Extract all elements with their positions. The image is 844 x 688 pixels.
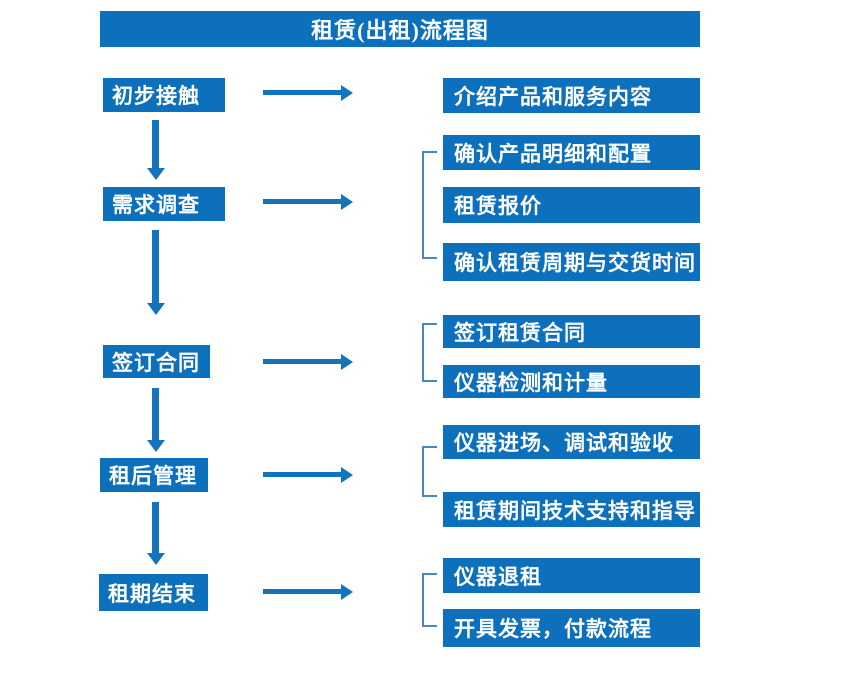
step-box-lease-end: 租期结束 (99, 574, 208, 611)
arrow-head (341, 194, 353, 210)
arrow-head (147, 553, 165, 565)
group-bracket-post-rental-management (422, 446, 437, 497)
step-box-initial-contact: 初步接触 (103, 78, 225, 112)
arrow-head (147, 440, 165, 452)
group-bracket-lease-end (422, 573, 437, 627)
right-arrow-2 (263, 194, 353, 210)
arrow-shaft (263, 589, 341, 594)
arrow-shaft (152, 230, 159, 303)
detail-box-technical-support: 租赁期间技术支持和指导 (443, 492, 700, 527)
detail-box-introduce-products-services: 介绍产品和服务内容 (443, 78, 700, 113)
detail-box-instrument-setup-acceptance: 仪器进场、调试和验收 (443, 425, 700, 459)
arrow-shaft (263, 199, 341, 204)
detail-box-sign-rental-contract: 签订租赁合同 (443, 315, 700, 348)
right-arrow-3 (263, 354, 353, 370)
right-arrow-1 (263, 85, 353, 101)
detail-box-invoice-payment: 开具发票，付款流程 (443, 609, 700, 647)
right-arrow-5 (263, 584, 353, 600)
arrow-shaft (263, 472, 341, 477)
step-box-demand-survey: 需求调查 (103, 187, 225, 221)
step-box-post-rental-management: 租后管理 (100, 458, 208, 492)
detail-box-instrument-return: 仪器退租 (443, 558, 700, 593)
right-arrow-4 (263, 467, 353, 483)
detail-box-rental-quote: 租赁报价 (443, 187, 700, 223)
group-bracket-sign-contract (422, 323, 437, 382)
arrow-shaft (152, 388, 159, 440)
arrow-shaft (263, 90, 341, 95)
group-bracket-demand-survey (422, 151, 437, 259)
arrow-head (341, 354, 353, 370)
detail-box-instrument-testing-metering: 仪器检测和计量 (443, 365, 700, 398)
arrow-head (341, 467, 353, 483)
down-arrow-4 (147, 502, 165, 565)
flowchart-title: 租赁(出租)流程图 (100, 11, 700, 47)
arrow-shaft (263, 359, 341, 364)
arrow-head (341, 85, 353, 101)
down-arrow-1 (147, 120, 165, 180)
arrow-shaft (152, 120, 159, 168)
detail-box-confirm-period-delivery: 确认租赁周期与交货时间 (443, 243, 700, 281)
arrow-head (147, 168, 165, 180)
arrow-shaft (152, 502, 159, 553)
down-arrow-3 (147, 388, 165, 452)
detail-box-confirm-product-details: 确认产品明细和配置 (443, 135, 700, 170)
arrow-head (341, 584, 353, 600)
down-arrow-2 (147, 230, 165, 315)
arrow-head (147, 303, 165, 315)
step-box-sign-contract: 签订合同 (103, 345, 210, 378)
